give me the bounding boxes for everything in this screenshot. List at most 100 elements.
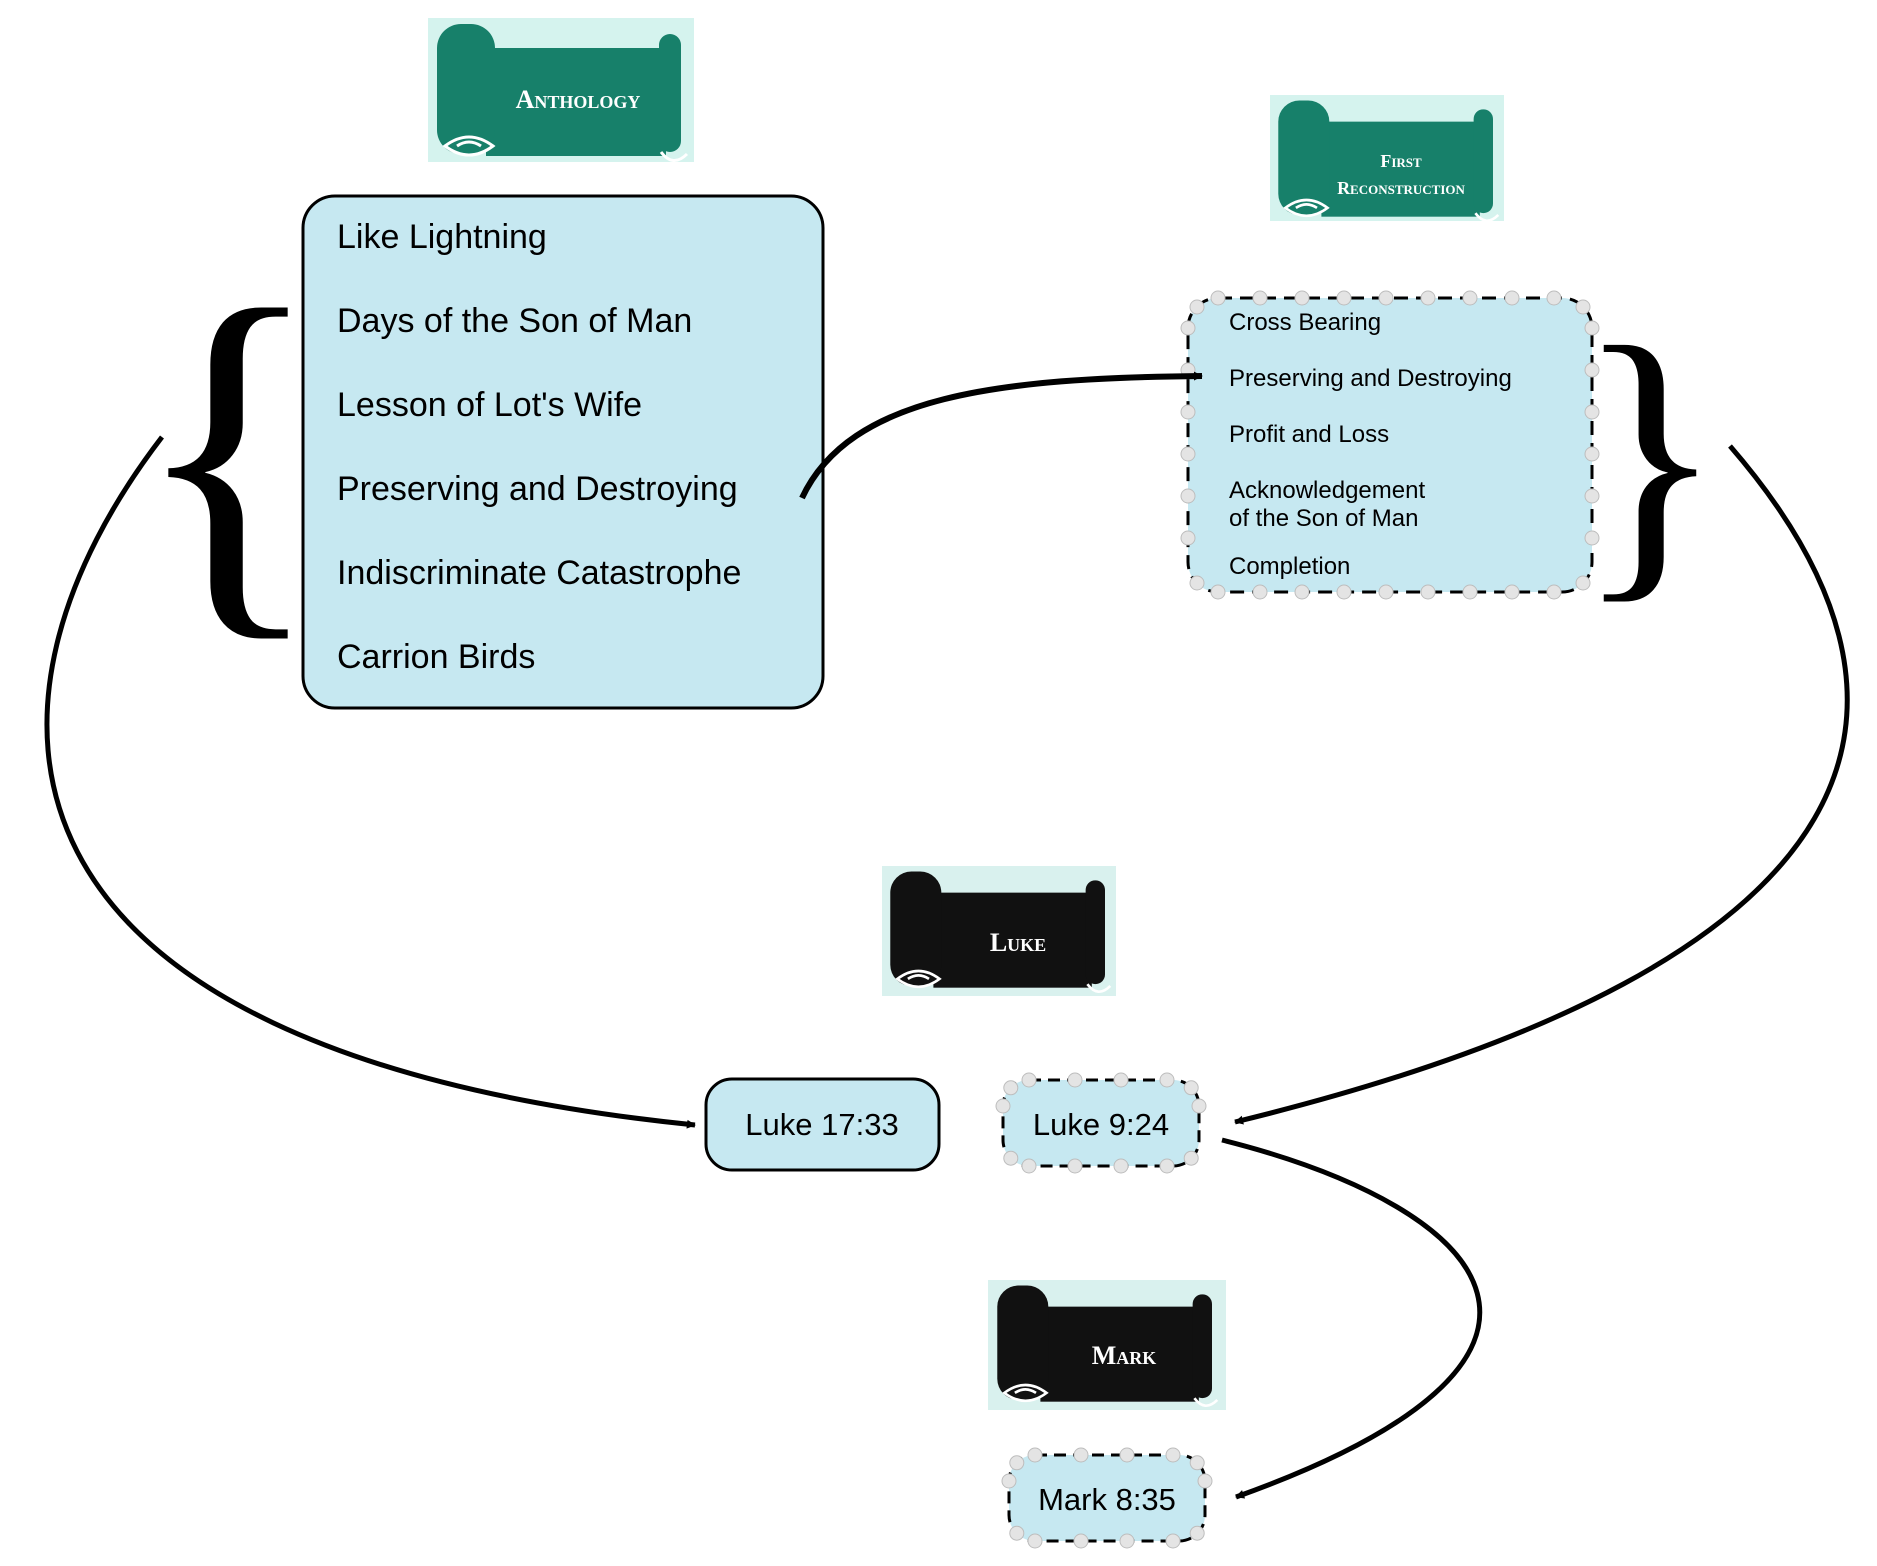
- border-bead: [1159, 1072, 1175, 1088]
- mark-8-35-frame: [1007, 1453, 1207, 1543]
- first-reconstruction-item: Profit and Loss: [1229, 421, 1389, 448]
- mark-8-35-beads: [1001, 1447, 1213, 1549]
- first-reconstruction-item: Preserving and Destroying: [1229, 365, 1512, 392]
- border-bead: [1504, 584, 1520, 600]
- scroll-roll: [437, 24, 495, 154]
- border-bead: [1504, 290, 1520, 306]
- anthology-scroll-label: Anthology: [516, 85, 641, 114]
- luke-9-24-label: Luke 9:24: [1033, 1107, 1169, 1142]
- border-bead: [1294, 584, 1310, 600]
- mark-scroll-label: Mark: [1092, 1341, 1157, 1370]
- luke-scroll-label: Luke: [990, 928, 1046, 957]
- border-bead: [1073, 1447, 1089, 1463]
- border-bead: [1252, 584, 1268, 600]
- border-bead: [1336, 584, 1352, 600]
- border-bead: [1210, 290, 1226, 306]
- border-bead: [1584, 320, 1600, 336]
- first-reconstruction-scroll-label-line2: Reconstruction: [1337, 178, 1465, 198]
- luke-9-24-box: Luke 9:24: [995, 1072, 1207, 1174]
- border-bead: [1067, 1072, 1083, 1088]
- first-reconstruction-scroll-body: [1278, 100, 1500, 222]
- anthology-scroll-icon: Anthology: [428, 18, 694, 162]
- border-bead: [1165, 1533, 1181, 1549]
- border-bead: [1294, 290, 1310, 306]
- mark-scroll-body: [997, 1285, 1219, 1407]
- border-bead: [1420, 290, 1436, 306]
- border-bead: [1420, 584, 1436, 600]
- border-bead: [1180, 446, 1196, 462]
- first-reconstruction-item: of the Son of Man: [1229, 505, 1418, 532]
- anthology-box-frame: [301, 194, 825, 710]
- anthology-item: Indiscriminate Catastrophe: [337, 554, 741, 592]
- border-bead: [1003, 1150, 1019, 1166]
- left-brace: {: [132, 229, 324, 672]
- border-bead: [1584, 530, 1600, 546]
- border-bead: [1575, 575, 1591, 591]
- first-reconstruction-scroll-label-line1: First: [1380, 151, 1422, 171]
- border-bead: [1183, 1150, 1199, 1166]
- border-bead: [995, 1098, 1011, 1114]
- anthology-item: Like Lightning: [337, 218, 547, 256]
- anthology-item: Days of the Son of Man: [337, 302, 692, 340]
- border-bead: [1180, 488, 1196, 504]
- border-bead: [1165, 1447, 1181, 1463]
- anthology-scroll-body: [437, 24, 689, 162]
- border-bead: [1009, 1525, 1025, 1541]
- luke-17-33-frame: [704, 1077, 941, 1172]
- border-bead: [1119, 1533, 1135, 1549]
- mark-scroll-icon: Mark: [988, 1280, 1226, 1410]
- border-bead: [1462, 290, 1478, 306]
- border-bead: [1546, 290, 1562, 306]
- mark-8-35-label: Mark 8:35: [1038, 1482, 1176, 1517]
- border-bead: [1191, 1098, 1207, 1114]
- first-reconstruction-item: Cross Bearing: [1229, 309, 1381, 336]
- border-bead: [1584, 446, 1600, 462]
- border-bead: [1584, 362, 1600, 378]
- scroll-paper: [486, 48, 666, 156]
- anthology-item: Lesson of Lot's Wife: [337, 386, 642, 424]
- border-bead: [1575, 299, 1591, 315]
- border-bead: [1183, 1080, 1199, 1096]
- anthology-item: Carrion Birds: [337, 638, 535, 676]
- first-reconstruction-box-beads: [1180, 290, 1600, 600]
- first-reconstruction-item: Completion: [1229, 553, 1350, 580]
- border-bead: [1027, 1533, 1043, 1549]
- luke-9-24-frame: [1001, 1078, 1201, 1168]
- border-bead: [1001, 1473, 1017, 1489]
- first-reconstruction-scroll-icon: First Reconstruction: [1270, 95, 1504, 222]
- border-bead: [1021, 1158, 1037, 1174]
- anthology-item: Preserving and Destroying: [337, 470, 738, 508]
- border-bead: [1073, 1533, 1089, 1549]
- border-bead: [1462, 584, 1478, 600]
- border-bead: [1189, 575, 1205, 591]
- border-bead: [1003, 1080, 1019, 1096]
- border-bead: [1119, 1447, 1135, 1463]
- luke-scroll-body: [890, 871, 1112, 993]
- border-bead: [1009, 1455, 1025, 1471]
- border-bead: [1189, 299, 1205, 315]
- border-bead: [1252, 290, 1268, 306]
- border-bead: [1378, 584, 1394, 600]
- border-bead: [1584, 404, 1600, 420]
- border-bead: [1189, 1455, 1205, 1471]
- border-bead: [1180, 530, 1196, 546]
- scroll-end: [659, 34, 681, 152]
- mark-8-35-box: Mark 8:35: [1001, 1447, 1213, 1549]
- border-bead: [1336, 290, 1352, 306]
- arrow-luke-9-24-to-mark-8-35: [1221, 1137, 1482, 1500]
- arrow-first-reconstruction-to-luke-9-24: [1234, 444, 1850, 1125]
- border-bead: [1159, 1158, 1175, 1174]
- border-bead: [1113, 1158, 1129, 1174]
- right-brace: }: [1576, 285, 1725, 628]
- first-reconstruction-item: Acknowledgement: [1229, 477, 1425, 504]
- border-bead: [1180, 320, 1196, 336]
- anthology-box: Like Lightning Days of the Son of Man Le…: [301, 194, 825, 710]
- border-bead: [1027, 1447, 1043, 1463]
- border-bead: [1067, 1158, 1083, 1174]
- border-bead: [1197, 1473, 1213, 1489]
- border-bead: [1584, 488, 1600, 504]
- border-bead: [1378, 290, 1394, 306]
- border-bead: [1113, 1072, 1129, 1088]
- border-bead: [1189, 1525, 1205, 1541]
